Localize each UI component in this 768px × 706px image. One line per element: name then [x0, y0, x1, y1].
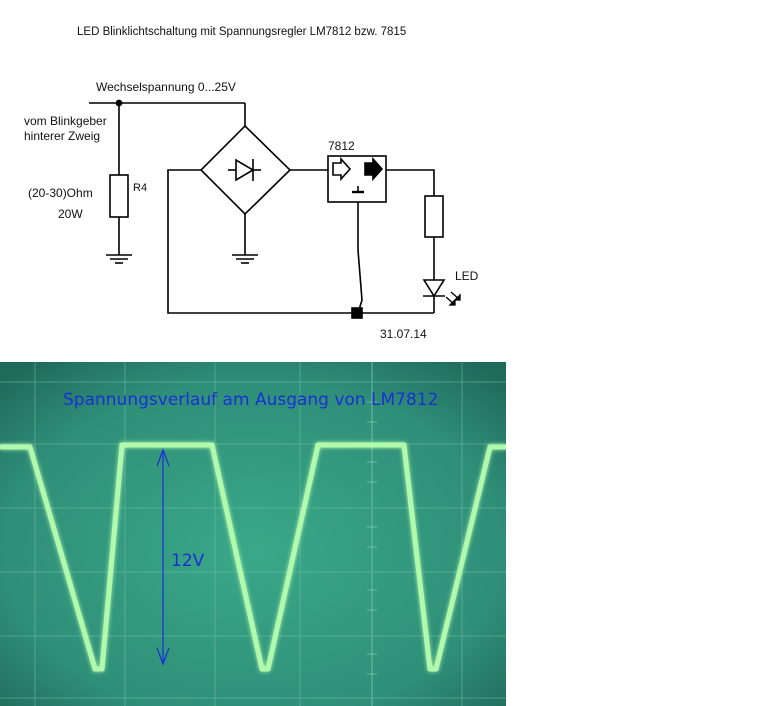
regulator-output-arrow-icon: [364, 156, 384, 182]
waveform-trace: [0, 442, 506, 672]
date-label: 31.07.14: [380, 327, 427, 341]
circuit-schematic: LED Blinklichtschaltung mit Spannungsreg…: [24, 26, 479, 341]
led-light-rays-icon: [445, 291, 461, 306]
scope-center-ticks: [367, 401, 377, 675]
scope-background: [0, 362, 506, 706]
resistor-power-label: 20W: [58, 207, 83, 221]
switch-contact: [357, 249, 363, 314]
led-label: LED: [455, 269, 479, 283]
scope-title: Spannungsverlauf am Ausgang von LM7812: [63, 390, 438, 410]
ground-symbol-bridge: [232, 254, 258, 264]
led-resistor: [424, 195, 444, 238]
ground-symbol-r4: [106, 254, 132, 264]
resistor-name-label: R4: [133, 182, 147, 194]
amplitude-label: 12V: [171, 551, 205, 571]
input-voltage-label: Wechselspannung 0...25V: [96, 80, 236, 94]
regulator-input-arrow-icon: [332, 156, 352, 182]
resistor-value-label: (20-30)Ohm: [28, 186, 93, 200]
oscilloscope-screen: Spannungsverlauf am Ausgang von LM7812 1…: [0, 362, 506, 706]
source-label-line2: hinterer Zweig: [24, 129, 100, 143]
source-label-line1: vom Blinkgeber: [24, 114, 107, 128]
resistor-r4: [109, 174, 129, 218]
schematic-title: LED Blinklichtschaltung mit Spannungsreg…: [77, 26, 406, 38]
amplitude-arrow: [156, 448, 170, 666]
scope-grid: [0, 362, 506, 706]
return-wire: [167, 169, 357, 314]
led-symbol: [422, 279, 446, 298]
regulator-label: 7812: [328, 139, 355, 153]
